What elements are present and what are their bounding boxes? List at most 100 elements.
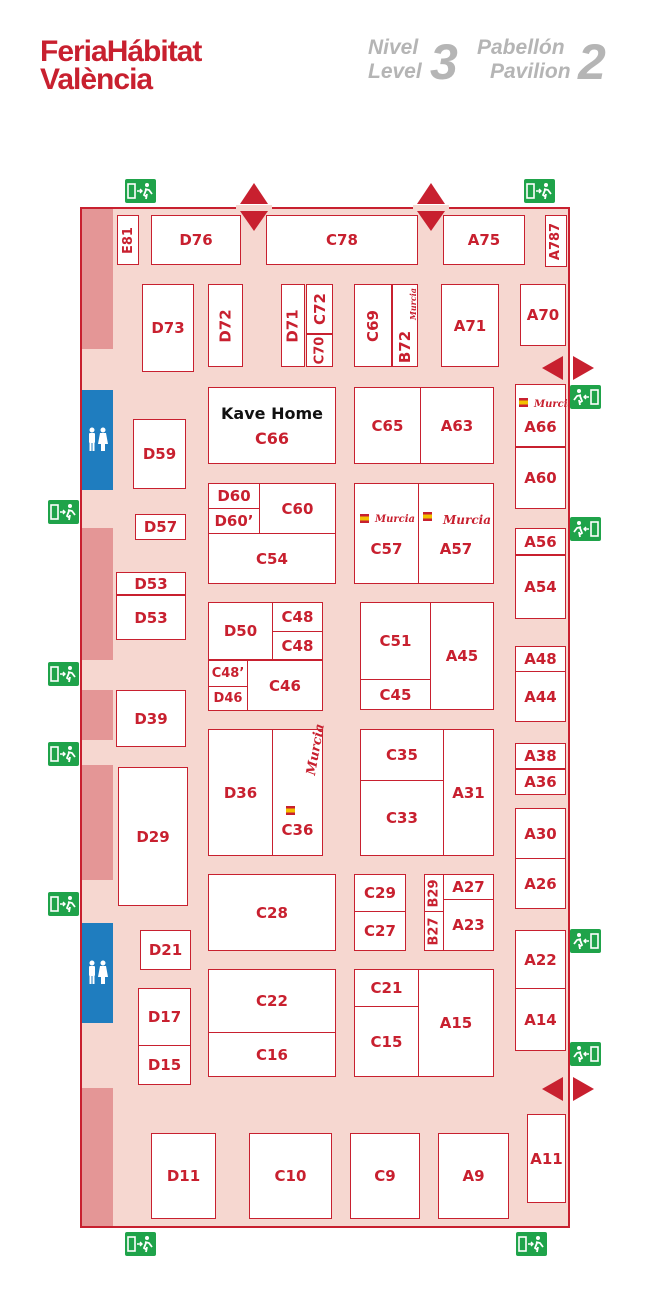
- booth[interactable]: C69: [354, 284, 392, 367]
- booth[interactable]: E81: [117, 215, 139, 265]
- booth[interactable]: A45: [430, 602, 494, 710]
- pavilion-label-es: Pabellón: [477, 36, 565, 59]
- booth[interactable]: B27: [424, 911, 444, 951]
- booth[interactable]: A30: [515, 808, 566, 859]
- booth[interactable]: Murcia C57: [354, 483, 419, 584]
- logo-line-1: FeriaHábitat: [40, 35, 202, 68]
- booth[interactable]: D36: [208, 729, 273, 856]
- emergency-exit-icon: [570, 385, 601, 409]
- logo-line-2: València: [40, 63, 153, 96]
- booth[interactable]: C29: [354, 874, 406, 912]
- spain-flag-icon: [423, 512, 432, 521]
- booth[interactable]: Murcia C36: [272, 723, 328, 856]
- booth[interactable]: B29: [424, 874, 444, 912]
- booth[interactable]: C60: [259, 483, 336, 534]
- booth[interactable]: D53: [116, 595, 186, 640]
- pavilion-number: 2: [578, 34, 606, 90]
- level-label-es: Nivel: [368, 36, 419, 59]
- booth[interactable]: C48: [272, 631, 323, 660]
- booth[interactable]: C78: [266, 215, 418, 265]
- booth[interactable]: A71: [441, 284, 499, 367]
- booth[interactable]: A27: [443, 874, 494, 900]
- booth[interactable]: A22: [515, 930, 566, 989]
- booth[interactable]: C70: [306, 334, 333, 367]
- booth[interactable]: C15: [354, 1006, 419, 1077]
- booth[interactable]: D60: [208, 483, 260, 509]
- entrance-arrow-icon: [542, 1076, 594, 1106]
- murcia-logo: Murcia: [407, 288, 418, 320]
- booth[interactable]: D46: [208, 686, 248, 711]
- booth[interactable]: A44: [515, 671, 566, 722]
- booth[interactable]: Murcia B72: [392, 284, 418, 367]
- booth[interactable]: D57: [135, 514, 186, 540]
- emergency-exit-icon: [516, 1232, 547, 1256]
- entrance-arrow-icon: [234, 183, 274, 237]
- booth[interactable]: A36: [515, 769, 566, 795]
- booth-kave-home[interactable]: Kave Home C66: [208, 387, 336, 464]
- booth[interactable]: D76: [151, 215, 241, 265]
- booth[interactable]: C16: [208, 1032, 336, 1077]
- booth[interactable]: D73: [142, 284, 194, 372]
- booth[interactable]: D39: [116, 690, 186, 747]
- booth[interactable]: A15: [418, 969, 494, 1077]
- booth[interactable]: A14: [515, 988, 566, 1051]
- booth[interactable]: D50: [208, 602, 273, 660]
- booth[interactable]: A23: [443, 899, 494, 951]
- booth[interactable]: C48: [272, 602, 323, 632]
- booth[interactable]: C10: [249, 1133, 332, 1219]
- emergency-exit-icon: [48, 500, 79, 524]
- emergency-exit-icon: [570, 929, 601, 953]
- emergency-exit-icon: [570, 517, 601, 541]
- level-number: 3: [430, 34, 458, 90]
- booth[interactable]: C48’: [208, 660, 248, 687]
- booth[interactable]: C27: [354, 911, 406, 951]
- booth[interactable]: C46: [247, 660, 323, 711]
- booth[interactable]: C54: [208, 533, 336, 584]
- booth[interactable]: D60’: [208, 508, 260, 534]
- murcia-logo: Murcia: [534, 399, 574, 410]
- booth[interactable]: A9: [438, 1133, 509, 1219]
- booth[interactable]: A54: [515, 555, 566, 619]
- restroom: [82, 923, 113, 1023]
- emergency-exit-icon: [48, 742, 79, 766]
- emergency-exit-icon: [48, 892, 79, 916]
- booth[interactable]: D17: [138, 988, 191, 1046]
- booth[interactable]: D11: [151, 1133, 216, 1219]
- booth[interactable]: D15: [138, 1045, 191, 1085]
- booth[interactable]: Murcia A66: [515, 384, 574, 447]
- booth[interactable]: C22: [208, 969, 336, 1033]
- booth[interactable]: C72: [306, 284, 333, 334]
- restroom: [82, 390, 113, 490]
- booth[interactable]: A70: [520, 284, 566, 346]
- booth[interactable]: Murcia A57: [418, 483, 494, 584]
- booth[interactable]: D72: [208, 284, 243, 367]
- booth[interactable]: C35: [360, 729, 444, 781]
- booth[interactable]: C45: [360, 679, 431, 710]
- booth[interactable]: C51: [360, 602, 431, 680]
- booth[interactable]: A787: [545, 215, 567, 267]
- booth[interactable]: A56: [515, 528, 566, 555]
- booth[interactable]: C28: [208, 874, 336, 951]
- booth[interactable]: A26: [515, 858, 566, 909]
- restroom-icon: [89, 427, 108, 451]
- booth[interactable]: A31: [443, 729, 494, 856]
- booth[interactable]: D29: [118, 767, 188, 906]
- murcia-logo: Murcia: [443, 513, 491, 527]
- booth[interactable]: A63: [420, 387, 494, 464]
- spain-flag-icon: [360, 514, 369, 523]
- booth[interactable]: D21: [140, 930, 191, 970]
- booth[interactable]: A48: [515, 646, 566, 672]
- booth[interactable]: C33: [360, 780, 444, 856]
- wall-strip: [82, 765, 113, 880]
- booth[interactable]: A38: [515, 743, 566, 769]
- booth[interactable]: D53: [116, 572, 186, 595]
- booth[interactable]: C21: [354, 969, 419, 1007]
- murcia-logo: Murcia: [375, 514, 415, 525]
- booth[interactable]: C65: [354, 387, 421, 464]
- booth[interactable]: C9: [350, 1133, 420, 1219]
- booth[interactable]: D71: [281, 284, 305, 367]
- booth[interactable]: A60: [515, 447, 566, 509]
- booth[interactable]: D59: [133, 419, 186, 489]
- booth[interactable]: A75: [443, 215, 525, 265]
- booth[interactable]: A11: [527, 1114, 566, 1203]
